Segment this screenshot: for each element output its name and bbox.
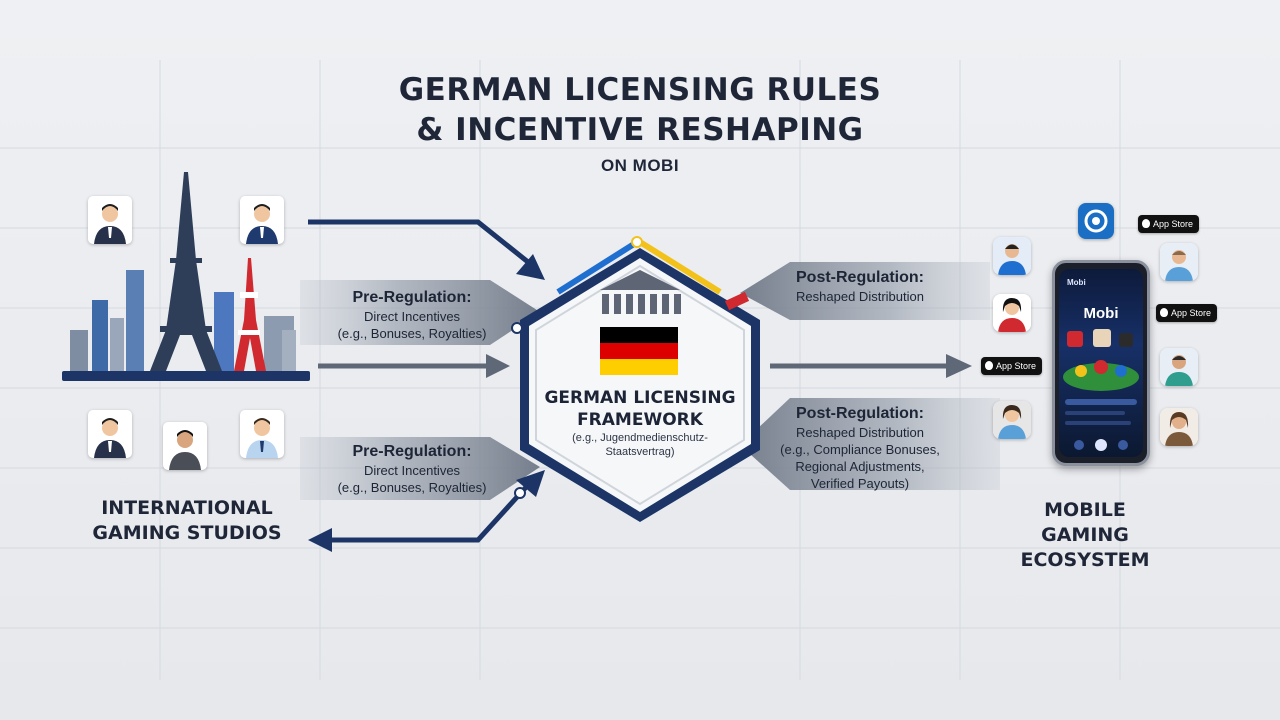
apple-icon: [1160, 308, 1168, 317]
apple-icon: [985, 361, 993, 370]
band-post-top: [740, 262, 990, 320]
city-skyline-icon: [62, 172, 310, 381]
phone-brand: Mobi: [1083, 305, 1119, 322]
avatar: [88, 410, 132, 458]
app-store-badge: App Store: [981, 357, 1043, 375]
phone-app-label: Mobi: [1067, 278, 1086, 287]
app-store-badge: App Store: [1156, 304, 1218, 322]
game-scene: [1063, 329, 1139, 451]
licensing-hub-hexagon: [511, 236, 760, 522]
avatar: [993, 294, 1031, 332]
avatar: [1160, 408, 1198, 446]
arrow-hub-to-studios: [330, 483, 530, 543]
studios-label: INTERNATIONAL GAMING STUDIOS: [92, 497, 282, 544]
avatar: [1160, 243, 1198, 281]
pre-regulation-top-text: Pre-Regulation: Direct Incentives (e.g.,…: [337, 289, 487, 341]
german-flag-icon: [600, 327, 678, 375]
pre-regulation-bottom-text: Pre-Regulation: Direct Incentives (e.g.,…: [337, 443, 487, 495]
app-store-badge: App Store: [1138, 215, 1200, 233]
government-building-icon: [600, 270, 681, 314]
arrow-studios-to-hub: [308, 219, 530, 264]
avatar: [88, 196, 132, 244]
band-pre-bottom: [300, 437, 540, 500]
ecosystem-label: MOBILE GAMING ECOSYSTEM: [1020, 499, 1150, 571]
avatar: [993, 237, 1031, 275]
page-title-line1: GERMAN LICENSING RULES: [398, 72, 882, 108]
avatar: [993, 401, 1031, 439]
sync-app-icon: [1078, 203, 1114, 239]
page-title-line2: & INCENTIVE RESHAPING: [416, 112, 864, 148]
phone-screen: Mobi Mobi: [1059, 269, 1143, 457]
avatar: [240, 196, 284, 244]
avatar: [240, 410, 284, 458]
band-post-bottom: [740, 398, 1000, 490]
page-subtitle: ON MOBI: [600, 156, 680, 175]
smartphone-mockup: Mobi Mobi: [1052, 260, 1150, 466]
post-regulation-top-text: Post-Regulation: Reshaped Distribution: [796, 269, 924, 304]
licensing-framework-text: GERMAN LICENSING FRAMEWORK (e.g., Jugend…: [544, 388, 736, 458]
avatar: [1160, 348, 1198, 386]
apple-icon: [1142, 219, 1150, 228]
band-pre-top: [300, 280, 540, 345]
post-regulation-bottom-text: Post-Regulation: Reshaped Distribution (…: [780, 405, 940, 491]
avatar: [163, 422, 207, 470]
